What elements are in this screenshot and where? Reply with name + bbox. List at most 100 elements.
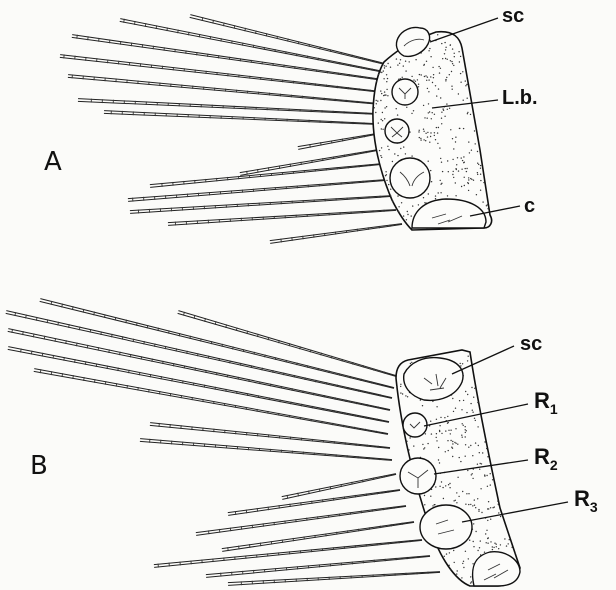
radial-a-2 — [385, 119, 409, 143]
stipple-b-dot — [463, 400, 464, 401]
stipple-a-dot — [468, 183, 469, 184]
stipple-a-dot — [423, 105, 424, 106]
stipple-a-dot — [400, 59, 401, 60]
stipple-b-dot — [439, 486, 440, 487]
stipple-a-dot — [402, 77, 403, 78]
label-b-r1-sub: 1 — [550, 401, 558, 417]
stipple-a-dot — [392, 200, 393, 201]
stipple-b-dot — [473, 397, 474, 398]
stipple-b-dot — [479, 547, 480, 548]
stipple-a-dot — [403, 146, 404, 147]
stipple-b-dot — [478, 509, 479, 510]
label-b-r1: R1 — [534, 388, 558, 417]
stipple-a-dot — [466, 171, 467, 172]
stipple-a-dot — [441, 183, 442, 184]
stipple-a-dot — [406, 107, 407, 108]
stipple-b-dot — [449, 565, 450, 566]
stipple-b-dot — [473, 541, 474, 542]
stipple-a-dot — [441, 118, 442, 119]
stipple-a-dot — [430, 170, 431, 171]
stipple-a-dot — [424, 117, 425, 118]
stipple-a-dot — [433, 77, 434, 78]
fin-ray-a-6 — [78, 99, 378, 115]
stipple-b-dot — [468, 447, 469, 448]
stipple-a-dot — [435, 195, 436, 196]
stipple-a-dot — [415, 81, 416, 82]
stipple-a-dot — [440, 180, 441, 181]
stipple-a-dot — [383, 78, 384, 79]
radial-b-2 — [400, 458, 436, 494]
stipple-a-dot — [445, 80, 446, 81]
stipple-a-dot — [420, 138, 421, 139]
panel-letter-a: A — [44, 147, 62, 177]
stipple-b-dot — [407, 396, 408, 397]
stipple-a-dot — [385, 171, 386, 172]
stipple-b-dot — [430, 496, 431, 497]
stipple-b-dot — [454, 442, 455, 443]
stipple-a-dot — [445, 49, 446, 50]
stipple-b-dot — [486, 530, 487, 531]
stipple-a-dot — [475, 143, 476, 144]
stipple-b-dot — [462, 363, 463, 364]
stipple-b-dot — [448, 430, 449, 431]
stipple-b-dot — [462, 437, 463, 438]
stipple-b-dot — [411, 362, 412, 363]
stipple-b-dot — [456, 573, 457, 574]
fin-ray-a-2 — [120, 19, 384, 73]
stipple-a-dot — [461, 169, 462, 170]
stipple-a-dot — [380, 155, 381, 156]
stipple-a-dot — [466, 168, 467, 169]
stipple-a-dot — [455, 141, 456, 142]
stipple-a-dot — [451, 86, 452, 87]
stipple-a-dot — [446, 103, 447, 104]
stipple-a-dot — [381, 72, 382, 73]
stipple-a-dot — [452, 48, 453, 49]
stipple-a-dot — [431, 118, 432, 119]
stipple-a-dot — [449, 74, 450, 75]
stipple-b-dot — [400, 384, 401, 385]
stipple-b-dot — [490, 484, 491, 485]
stipple-b-dot — [438, 459, 439, 460]
stipple-a-dot — [384, 65, 385, 66]
stipple-a-dot — [467, 98, 468, 99]
label-b-r2-sub: 2 — [550, 457, 558, 473]
stipple-b-dot — [497, 500, 498, 501]
stipple-a-dot — [432, 67, 433, 68]
stipple-b-dot — [470, 445, 471, 446]
stipple-a-dot — [465, 85, 466, 86]
stipple-a-dot — [397, 64, 398, 65]
stipple-b-dot — [494, 543, 495, 544]
stipple-b-dot — [477, 402, 478, 403]
stipple-b-dot — [460, 461, 461, 462]
stipple-a-dot — [397, 155, 398, 156]
stipple-b-dot — [468, 558, 469, 559]
stipple-b-dot — [472, 412, 473, 413]
stipple-a-dot — [376, 100, 377, 101]
stipple-b-dot — [465, 444, 466, 445]
stipple-b-dot — [487, 486, 488, 487]
stipple-a-dot — [384, 91, 385, 92]
stipple-a-dot — [396, 108, 397, 109]
stipple-b-dot — [484, 441, 485, 442]
stipple-b-dot — [422, 444, 423, 445]
panel-letter-b: B — [30, 451, 48, 481]
stipple-b-dot — [514, 553, 515, 554]
stipple-b-dot — [465, 429, 466, 430]
stipple-b-dot — [448, 450, 449, 451]
stipple-a-dot — [420, 139, 421, 140]
stipple-a-dot — [388, 184, 389, 185]
stipple-a-dot — [456, 164, 457, 165]
stipple-a-dot — [473, 180, 474, 181]
stipple-b-dot — [453, 550, 454, 551]
stipple-a-dot — [382, 120, 383, 121]
stipple-b-dot — [448, 484, 449, 485]
stipple-b-dot — [472, 473, 473, 474]
stipple-b-dot — [459, 457, 460, 458]
stipple-a-dot — [419, 137, 420, 138]
stipple-a-dot — [425, 133, 426, 134]
stipple-a-dot — [380, 90, 381, 91]
stipple-b-dot — [485, 533, 486, 534]
stipple-a-dot — [463, 128, 464, 129]
stipple-b-dot — [474, 499, 475, 500]
stipple-a-dot — [418, 84, 419, 85]
